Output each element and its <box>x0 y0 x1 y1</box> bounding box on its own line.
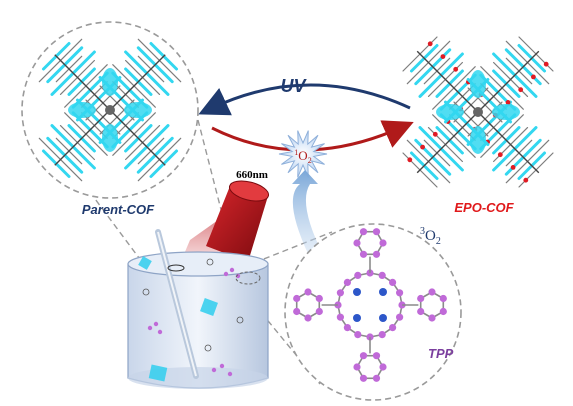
wavelength-label: 660nm <box>236 169 268 181</box>
triplet-oxygen-base: O <box>425 228 436 244</box>
tpp-molecule <box>284 223 462 401</box>
svg-text:1O2: 1O2 <box>294 148 311 165</box>
singlet-oxygen-base: O <box>298 148 307 163</box>
oxygen-path <box>292 170 330 270</box>
beaker <box>127 229 269 389</box>
parent-cof-label: Parent-COF <box>82 202 155 217</box>
triplet-oxygen-sup: 3 <box>420 226 425 237</box>
epo-cof-label: EPO-COF <box>454 200 514 215</box>
singlet-oxygen-starburst: 1O2 <box>278 130 328 178</box>
uv-label: UV <box>280 76 307 96</box>
triplet-oxygen-label: 3O2 <box>420 226 441 247</box>
singlet-oxygen-sup: 1 <box>294 148 298 157</box>
parent-cof-crystal <box>21 21 199 199</box>
beaker-oxygen-marks <box>142 258 244 352</box>
tpp-label: TPP <box>428 346 454 361</box>
singlet-oxygen-sub: 2 <box>308 156 312 165</box>
uv-arrow <box>198 83 411 116</box>
triplet-oxygen-sub: 2 <box>436 236 441 247</box>
epo-cof-crystal <box>402 36 554 188</box>
